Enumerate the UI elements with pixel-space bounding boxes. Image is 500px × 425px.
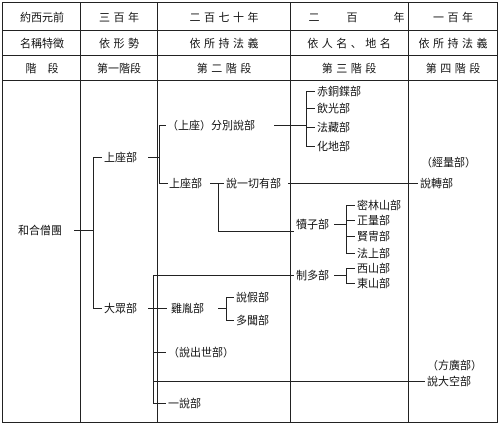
- header-col4-row1-a: 二: [309, 11, 320, 24]
- node-yinguang: 飲光部: [317, 101, 350, 115]
- node-zhengliang: 正量部: [357, 213, 390, 227]
- header-col5-row2: 依 所 持 法 義: [419, 36, 488, 50]
- node-xianzhou: 賢冑部: [357, 229, 390, 243]
- node-shuochushi: （說出世部）: [168, 345, 234, 359]
- node-shuojia: 說假部: [236, 290, 269, 304]
- node-zhiduo: 制多部: [296, 268, 329, 282]
- node-fashang: 法上部: [357, 246, 390, 260]
- node-milin: 密林山部: [357, 198, 401, 212]
- node-shangzuo-stage1: 上座部: [104, 150, 137, 164]
- node-dazhong-stage1: 大眾部: [104, 301, 137, 315]
- header-col1-row1: 約西元前: [20, 10, 64, 24]
- node-fazang: 法藏部: [317, 120, 350, 134]
- header-col4-row2: 依 人 名 、 地 名: [307, 36, 390, 50]
- node-shuozhuan: 說轉部: [420, 176, 453, 190]
- header-col1-row3: 階 段: [26, 61, 59, 75]
- header-col3-row1: 二 百 七 十 年: [190, 10, 259, 24]
- node-shangzuo-stage2: 上座部: [169, 176, 202, 190]
- header-col2-row3: 第一階段: [97, 61, 141, 75]
- header-col3-row3: 第 二 階 段: [197, 61, 252, 75]
- node-shuodakong: 說大空部: [427, 374, 471, 388]
- node-jingliang: （經量部）: [421, 155, 476, 169]
- node-fenbie: （上座）分別說部: [167, 118, 255, 132]
- node-duowen: 多聞部: [236, 313, 269, 327]
- header-col4-row3: 第 三 階 段: [322, 61, 377, 75]
- node-huadi: 化地部: [317, 139, 350, 153]
- header-col2-row2: 依 形 勢: [99, 36, 139, 50]
- node-jilong: 雞胤部: [171, 301, 204, 315]
- node-chitongye: 赤銅鍱部: [317, 84, 361, 98]
- node-fangguang: （方廣部）: [427, 358, 482, 372]
- node-yishuo: 一說部: [168, 396, 201, 410]
- header-col4-row1-c: 年: [394, 10, 405, 24]
- node-xishan: 西山部: [357, 261, 390, 275]
- header-col3-row2: 依 所 持 法 義: [190, 36, 259, 50]
- header-col5-row3: 第 四 階 段: [426, 61, 481, 75]
- node-duzi: 犢子部: [296, 217, 329, 231]
- header-col1-row2: 名稱特徵: [20, 36, 64, 50]
- node-shuoyiqieyou: 說一切有部: [226, 176, 281, 190]
- node-dongshan: 東山部: [357, 276, 390, 290]
- header-col4-row1-b: 百: [347, 11, 358, 24]
- node-root: 和合僧團: [18, 223, 62, 237]
- header-col5-row1: 一 百 年: [433, 10, 473, 24]
- header-col2-row1: 三 百 年: [99, 10, 139, 24]
